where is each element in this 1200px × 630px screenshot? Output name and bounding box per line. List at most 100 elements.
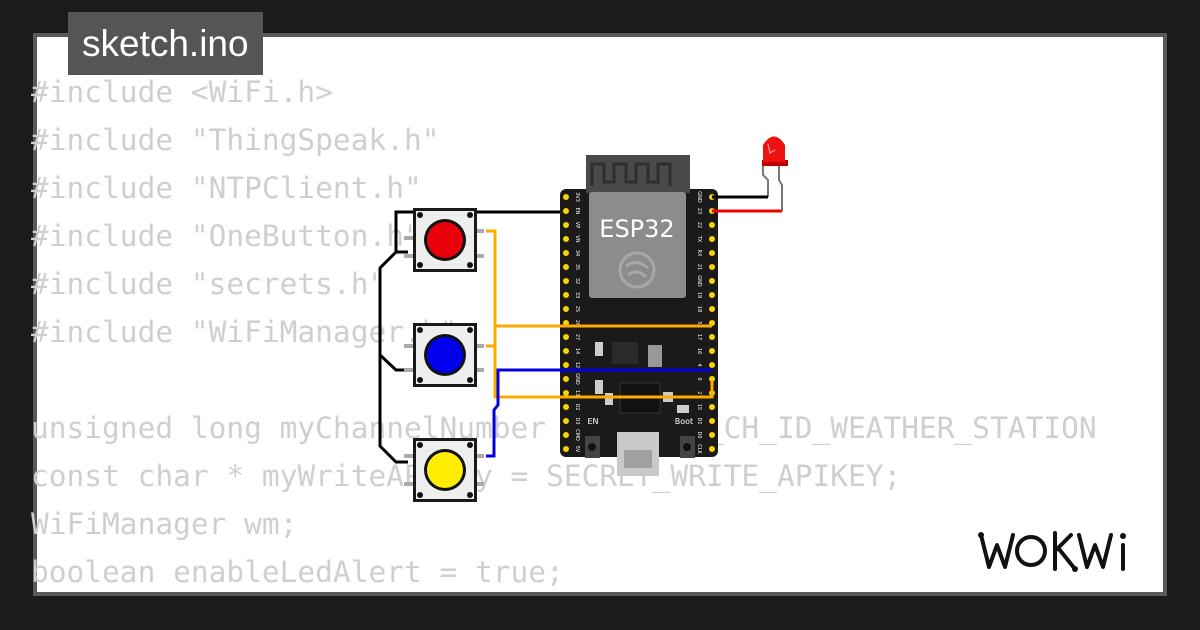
code-line: #include "OneButton.h" (31, 219, 422, 253)
led-red[interactable] (762, 136, 788, 212)
pin-27[interactable] (563, 334, 569, 340)
rf-shield (589, 192, 686, 298)
pin-label: 2 (696, 391, 702, 394)
pin-label: 5V (574, 446, 580, 453)
pushbutton-red[interactable] (404, 208, 484, 272)
pin-label: VP (574, 222, 580, 228)
pin-22[interactable] (709, 222, 715, 228)
pin-d1[interactable] (709, 418, 715, 424)
code-preview: #include <WiFi.h>#include "ThingSpeak.h"… (31, 68, 1095, 596)
pin-d2[interactable] (563, 404, 569, 410)
pin-label: 21 (696, 264, 702, 270)
pin-vp[interactable] (563, 222, 569, 228)
wokwi-logo (978, 531, 1126, 572)
pin-clk[interactable] (709, 446, 715, 452)
pin-label: 25 (574, 306, 580, 312)
pin-label: 16 (696, 348, 702, 354)
pin-19[interactable] (709, 292, 715, 298)
pin-tx[interactable] (709, 236, 715, 242)
code-line: boolean enableLedAlert = true; (31, 555, 564, 589)
pin-label: 12 (574, 362, 580, 368)
pin-label: 27 (574, 334, 580, 340)
pushbutton-blue[interactable] (404, 323, 484, 387)
pin-5v[interactable] (563, 446, 569, 452)
esp32-board[interactable]: ESP32 EN Boot 3V3ENVPVN34353233252627141… (560, 155, 718, 476)
pin-label: TX (696, 235, 702, 243)
pin-label: 5 (696, 321, 702, 324)
code-line: #include <WiFi.h> (31, 75, 333, 109)
pin-14[interactable] (563, 348, 569, 354)
pin-label: 19 (696, 292, 702, 298)
pin-cmd[interactable] (563, 432, 569, 438)
pin-label: GND (696, 275, 702, 287)
pin-rx[interactable] (709, 250, 715, 256)
button-cap-blue[interactable] (427, 337, 463, 373)
pin-label: GND (574, 373, 580, 385)
pin-12[interactable] (563, 362, 569, 368)
boot-label: Boot (675, 417, 693, 426)
pushbutton-yellow[interactable] (404, 438, 484, 502)
pin-label: 15 (696, 404, 702, 410)
pin-label: 3V3 (574, 192, 580, 202)
pin-label: 32 (574, 278, 580, 284)
pin-gnd[interactable] (563, 376, 569, 382)
en-label: EN (587, 417, 598, 426)
code-line: #include "secrets.h" (31, 267, 387, 301)
pin-32[interactable] (563, 278, 569, 284)
pin-label: D3 (574, 417, 580, 424)
pin-d3[interactable] (563, 418, 569, 424)
pin-13[interactable] (563, 390, 569, 396)
pin-17[interactable] (709, 334, 715, 340)
pin-label: D1 (696, 417, 702, 424)
pin-label: D2 (574, 403, 580, 410)
wire-ground-left (378, 210, 573, 464)
wire-blue-signal (486, 368, 712, 458)
pin-35[interactable] (563, 264, 569, 270)
file-tab[interactable]: sketch.ino (68, 12, 263, 75)
code-line: #include "WiFiManager.h" (31, 315, 458, 349)
pin-label: 13 (574, 390, 580, 396)
pin-16[interactable] (709, 348, 715, 354)
pin-label: RX (696, 250, 702, 257)
regulator-tab (648, 345, 662, 367)
pin-label: 35 (574, 264, 580, 270)
pin-label: 22 (696, 222, 702, 228)
pin-en[interactable] (563, 208, 569, 214)
pin-label: CMD (574, 429, 580, 441)
pin-4[interactable] (709, 362, 715, 368)
pin-15[interactable] (709, 404, 715, 410)
pin-d0[interactable] (709, 432, 715, 438)
code-line: WiFiManager wm; (31, 507, 298, 541)
pin-3v3[interactable] (563, 194, 569, 200)
wire-ground-blue (378, 353, 408, 372)
wire-red-button-signal (486, 229, 714, 399)
pin-gnd[interactable] (709, 278, 715, 284)
led-body (763, 136, 785, 162)
espressif-logo-icon (618, 251, 656, 289)
button-cap-red[interactable] (427, 222, 463, 258)
pin-label: EN (574, 208, 580, 215)
pin-33[interactable] (563, 292, 569, 298)
wire-yellow-signal (486, 324, 712, 348)
pin-18[interactable] (709, 306, 715, 312)
code-line: const char * myWriteAPIKey = SECRET_WRIT… (31, 459, 902, 493)
pin-label: 23 (696, 208, 702, 214)
code-line: #include "NTPClient.h" (31, 171, 422, 205)
pin-34[interactable] (563, 250, 569, 256)
pin-label: 17 (696, 334, 702, 340)
pin-label: 14 (574, 348, 580, 354)
pin-25[interactable] (563, 306, 569, 312)
pin-vn[interactable] (563, 236, 569, 242)
pin-label: D0 (696, 431, 702, 438)
antenna-module (586, 155, 690, 193)
pin-label: 34 (574, 250, 580, 256)
pin-header-left: 3V3ENVPVN343532332526271412GND13D2D3CMD5… (563, 192, 580, 453)
regulator-chip (612, 342, 638, 364)
pin-label: VN (574, 235, 580, 242)
button-cap-yellow[interactable] (427, 452, 463, 488)
pin-label: GND (696, 191, 702, 203)
pin-label: 0 (696, 377, 702, 380)
pin-21[interactable] (709, 264, 715, 270)
